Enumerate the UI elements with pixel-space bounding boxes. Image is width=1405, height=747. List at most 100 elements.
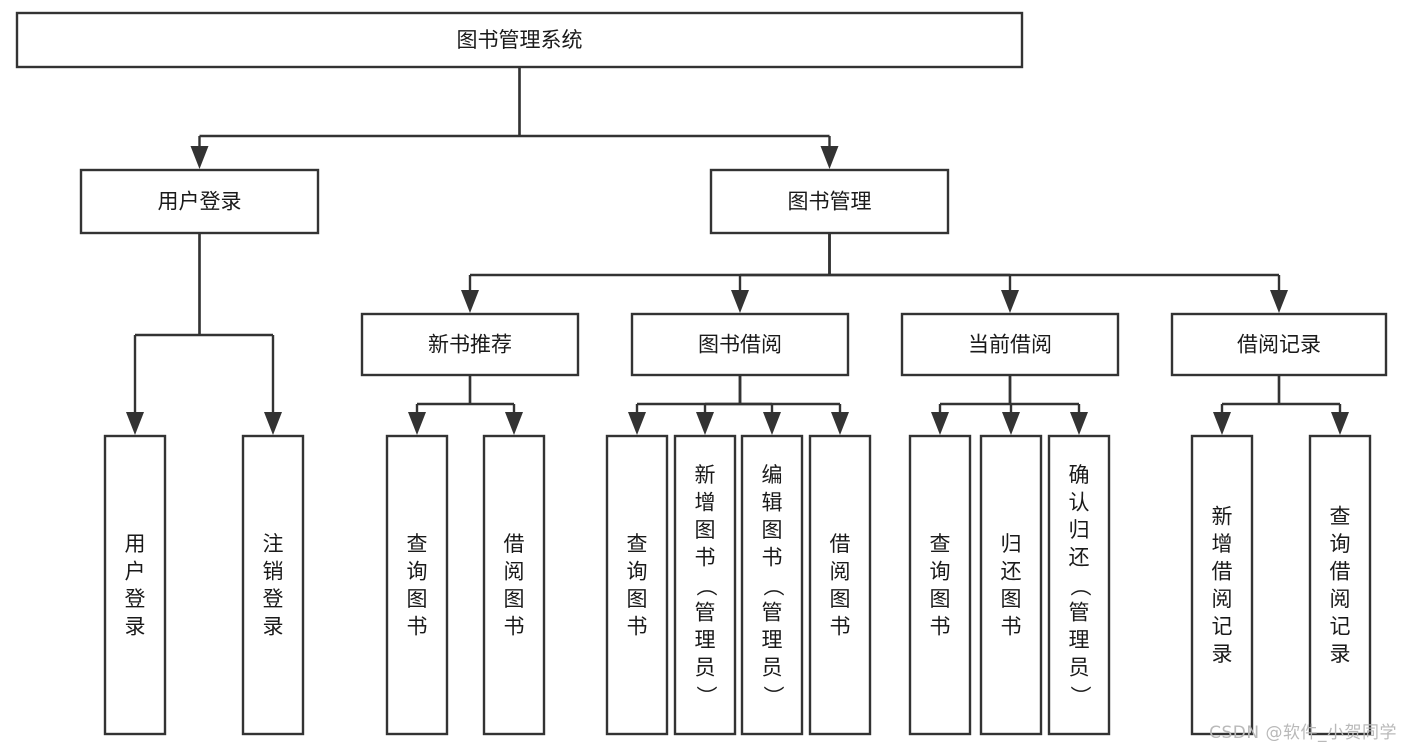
node-label-char: 阅: [830, 559, 851, 583]
node-label-char: 管: [1069, 601, 1090, 625]
node-layer: 图书管理系统用户登录图书管理新书推荐图书借阅当前借阅借阅记录用户登录注销登录查询…: [15, 11, 1388, 736]
node-label-char: 归: [1069, 518, 1090, 542]
node-box[interactable]: [1047, 434, 1111, 736]
node-label-char: 录: [1330, 642, 1351, 666]
node-label-char: 员: [762, 656, 783, 680]
node-label-char: 询: [627, 559, 648, 583]
node-label-char: 询: [930, 559, 951, 583]
node-box[interactable]: [385, 434, 449, 736]
node-label-char: 理: [695, 628, 716, 652]
arrow-head-icon: [628, 412, 646, 435]
arrow-head-icon: [1001, 290, 1019, 313]
node-box[interactable]: [482, 434, 546, 736]
node-新书推荐[interactable]: 新书推荐: [360, 312, 580, 377]
node-label-char: 借: [1330, 559, 1351, 583]
node-box[interactable]: [79, 168, 320, 235]
csdn-watermark: CSDN @软件_小贺同学: [1209, 723, 1397, 743]
node-box[interactable]: [360, 312, 580, 377]
arrow-head-icon: [1270, 290, 1288, 313]
node-label-char: 图: [930, 587, 951, 611]
node-label-char: 理: [1069, 628, 1090, 652]
node-box[interactable]: [979, 434, 1043, 736]
node-box[interactable]: [630, 312, 850, 377]
node-box[interactable]: [15, 11, 1024, 69]
node-label-char: 用: [125, 532, 146, 556]
node-label-char: 图: [1001, 587, 1022, 611]
node-label-char: 图: [627, 587, 648, 611]
node-label-char: 户: [125, 559, 146, 583]
arrow-head-icon: [190, 146, 209, 169]
node-label: 图书管理: [788, 190, 872, 214]
node-box[interactable]: [605, 434, 669, 736]
arrow-head-icon: [820, 146, 839, 169]
arrow-head-icon: [696, 412, 714, 435]
node-图书借阅[interactable]: 图书借阅: [630, 312, 850, 377]
node-label-char: 理: [762, 628, 783, 652]
node-label: 借阅记录: [1237, 333, 1321, 357]
node-label-char: 管: [762, 601, 783, 625]
arrow-head-icon: [831, 412, 849, 435]
node-label-char: 图: [762, 518, 783, 542]
node-label-char: 登: [263, 587, 284, 611]
node-label-char: 录: [1212, 642, 1233, 666]
node-借阅记录[interactable]: 借阅记录: [1170, 312, 1388, 377]
node-label-char: 编: [762, 463, 783, 487]
node-label-char: 图: [695, 518, 716, 542]
node-box[interactable]: [740, 434, 804, 736]
node-box[interactable]: [900, 312, 1120, 377]
arrow-head-icon: [126, 412, 144, 435]
node-label-char: 辑: [762, 491, 783, 515]
node-box[interactable]: [908, 434, 972, 736]
node-box[interactable]: [241, 434, 305, 736]
node-label-char: 录: [263, 614, 284, 638]
node-box[interactable]: [1308, 434, 1372, 736]
node-label-char: 登: [125, 587, 146, 611]
node-label-char: 阅: [1330, 587, 1351, 611]
arrow-head-icon: [505, 412, 523, 435]
node-box[interactable]: [1190, 434, 1254, 736]
arrow-head-icon: [931, 412, 949, 435]
node-用户登录[interactable]: 用户登录: [103, 434, 167, 736]
node-图书管理[interactable]: 图书管理: [709, 168, 950, 235]
node-label-char: 书: [504, 614, 525, 638]
node-label-char: 归: [1001, 532, 1022, 556]
node-label-char: 书: [695, 546, 716, 570]
node-label-char: ）: [694, 686, 718, 707]
node-box[interactable]: [709, 168, 950, 235]
node-label-char: 查: [930, 532, 951, 556]
node-用户登录[interactable]: 用户登录: [79, 168, 320, 235]
arrow-head-icon: [1070, 412, 1088, 435]
node-图书管理系统[interactable]: 图书管理系统: [15, 11, 1024, 69]
node-label-char: ）: [761, 686, 785, 707]
node-label: 图书借阅: [698, 333, 782, 357]
node-label-char: 录: [125, 614, 146, 638]
node-label-char: 确: [1069, 463, 1090, 487]
node-box[interactable]: [673, 434, 737, 736]
node-label-char: 借: [1212, 559, 1233, 583]
node-label: 当前借阅: [968, 333, 1052, 357]
node-box[interactable]: [103, 434, 167, 736]
node-label-char: 书: [627, 614, 648, 638]
arrow-head-icon: [763, 412, 781, 435]
node-box[interactable]: [808, 434, 872, 736]
node-label-char: 书: [830, 614, 851, 638]
node-box[interactable]: [1170, 312, 1388, 377]
node-label-char: 查: [407, 532, 428, 556]
arrow-head-icon: [1331, 412, 1349, 435]
node-label: 用户登录: [158, 190, 242, 214]
arrow-head-icon: [461, 290, 479, 313]
node-当前借阅[interactable]: 当前借阅: [900, 312, 1120, 377]
